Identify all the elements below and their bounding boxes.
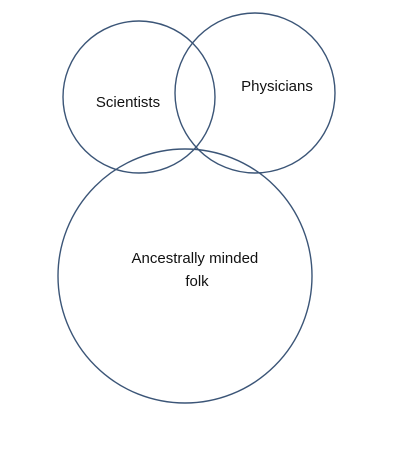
circle-physicians xyxy=(174,12,336,174)
set-ancestrally-minded-folk: Ancestrally minded folk xyxy=(57,148,313,404)
set-scientists: Scientists xyxy=(62,20,216,174)
label-ancestrally-minded-folk-line-1: Ancestrally minded xyxy=(132,250,259,267)
label-physicians: Physicians xyxy=(241,78,313,95)
label-scientists-line-1: Scientists xyxy=(96,94,160,111)
circle-ancestrally-minded-folk xyxy=(57,148,313,404)
label-ancestrally-minded-folk: Ancestrally minded folk xyxy=(132,250,263,290)
circle-scientists xyxy=(62,20,216,174)
label-ancestrally-minded-folk-line-2: folk xyxy=(185,273,209,290)
label-scientists: Scientists xyxy=(96,94,160,111)
label-physicians-line-1: Physicians xyxy=(241,78,313,95)
set-physicians: Physicians xyxy=(174,12,336,174)
